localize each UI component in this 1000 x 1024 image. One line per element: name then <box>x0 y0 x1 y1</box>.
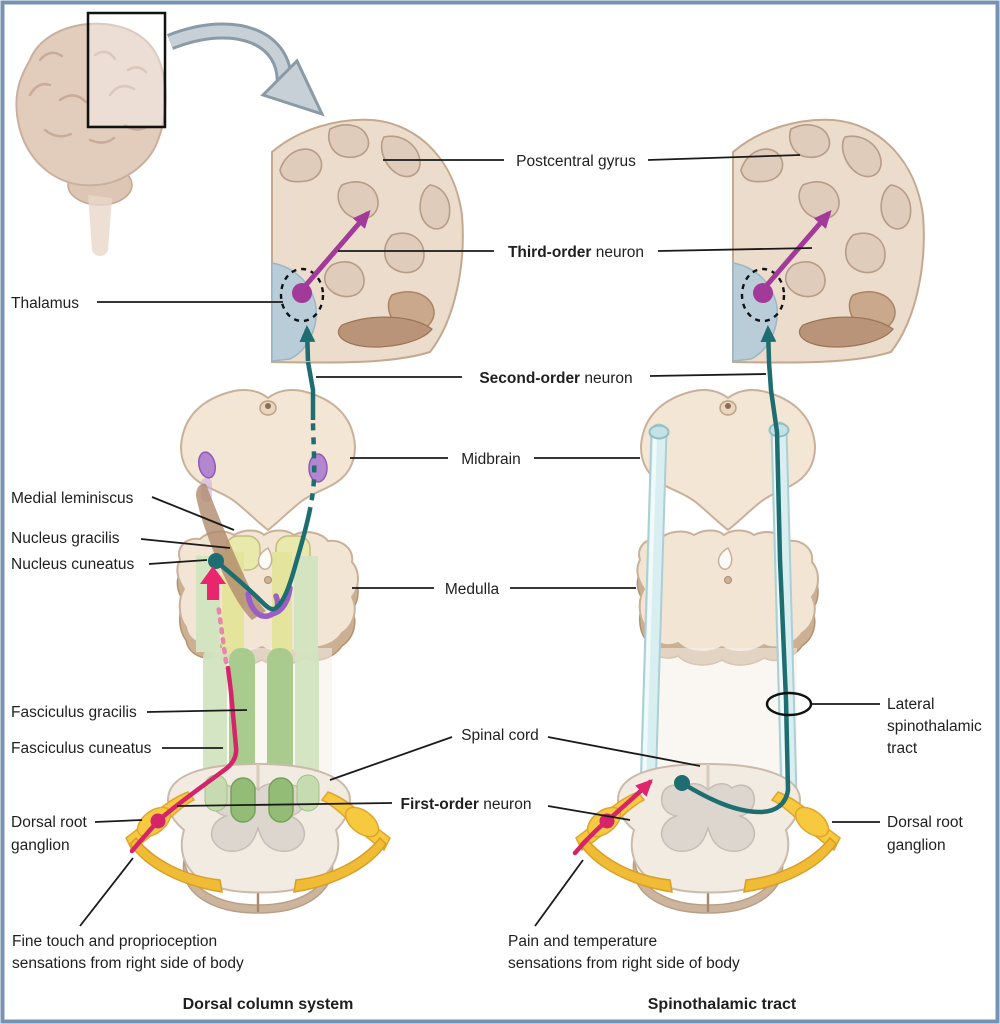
fasciculus-gracilis-label: Fasciculus gracilis <box>11 704 137 721</box>
first-order-ascending-arrow <box>200 566 229 665</box>
leader-lines <box>79 154 880 927</box>
second-order-bold: Second-order <box>479 370 580 387</box>
second-order-neuron-left <box>208 361 317 612</box>
spinal-cord-label: Spinal cord <box>461 727 539 744</box>
medial-leminiscus-leader <box>151 496 235 531</box>
first-order-bold: First-order <box>401 796 479 813</box>
spinal-cord-leader-right <box>547 736 701 767</box>
pain-temp-label-line2: sensations from right side of body <box>508 955 740 972</box>
drg-right-label-line2: ganglion <box>887 837 946 854</box>
dorsal-horn-soma <box>674 775 690 791</box>
nucleus-cuneatus-soma <box>208 553 224 569</box>
second-order-rest: neuron <box>580 370 633 387</box>
zoom-arrow-icon <box>166 22 325 117</box>
third-order-leader-right <box>657 247 813 252</box>
third-order-rest: neuron <box>591 244 644 261</box>
fine-touch-label-line2: sensations from right side of body <box>12 955 244 972</box>
second-order-neuron-label: Second-order neuron <box>479 370 632 387</box>
thalamus-label: Thalamus <box>11 295 79 312</box>
pain-temp-label-line1: Pain and temperature <box>508 933 657 950</box>
medulla-label: Medulla <box>445 581 500 598</box>
first-order-leader-left <box>176 802 393 807</box>
fasciculus-gracilis-leader <box>146 709 248 713</box>
caption-dorsal-column-system: Dorsal column system <box>183 996 354 1013</box>
inset-highlight <box>90 15 163 125</box>
spinal-cord-leader-left <box>329 736 453 781</box>
lateral-spinothalamic-label-line3: tract <box>887 740 918 757</box>
cerebrum <box>15 22 167 187</box>
brainstem <box>88 195 112 256</box>
first-order-leader-right <box>547 805 631 821</box>
left-spinal-cord-section <box>166 762 352 915</box>
inset-rectangle <box>86 11 167 129</box>
drg-left-leader <box>94 819 143 823</box>
postcentral-leader-right <box>647 154 801 161</box>
right-medulla-midline-details <box>717 546 733 584</box>
second-order-leader-right <box>649 373 767 377</box>
lateral-spinothalamic-tract-marker <box>765 691 813 717</box>
drg-left-label-line1: Dorsal root <box>11 814 87 831</box>
fine-touch-pointer <box>79 857 134 927</box>
drg-right-label-line1: Dorsal root <box>887 814 963 831</box>
first-order-neuron-label: First-order neuron <box>401 796 532 813</box>
dorsal-column-caps <box>204 774 320 823</box>
whole-brain-inset <box>15 11 325 256</box>
second-order-neuron-right <box>674 359 791 815</box>
first-order-rest: neuron <box>479 796 532 813</box>
first-order-neuron-left <box>129 665 239 854</box>
fasciculus-columns <box>196 535 319 796</box>
left-brain-coronal-section <box>272 120 463 363</box>
fasciculus-cuneatus-label: Fasciculus cuneatus <box>11 740 152 757</box>
lateral-spinothalamic-label-line2: spinothalamic <box>887 718 982 735</box>
third-order-neuron-label: Third-order neuron <box>508 244 644 261</box>
nucleus-cuneatus-label: Nucleus cuneatus <box>11 556 134 573</box>
left-medulla-midline-details <box>257 546 273 584</box>
fine-touch-label-line1: Fine touch and proprioception <box>12 933 217 950</box>
postcentral-gyrus-label: Postcentral gyrus <box>516 153 636 170</box>
caption-spinothalamic-tract: Spinothalamic tract <box>648 996 797 1013</box>
drg-left-label-line2: ganglion <box>11 837 70 854</box>
pain-temp-pointer <box>534 859 584 927</box>
nucleus-gracilis-leader <box>140 538 231 549</box>
left-ganglion-soma <box>150 813 166 829</box>
third-order-bold: Third-order <box>508 244 592 261</box>
medial-lemniscus-band <box>196 483 266 620</box>
text-labels: Thalamus Postcentral gyrus Third-order n… <box>11 153 982 1013</box>
lateral-spinothalamic-label-line1: Lateral <box>887 696 934 713</box>
nucleus-gracilis-label: Nucleus gracilis <box>11 530 120 547</box>
midbrain-label: Midbrain <box>461 451 520 468</box>
medial-leminiscus-label: Medial leminiscus <box>11 490 134 507</box>
nucleus-cuneatus-leader <box>148 559 208 565</box>
